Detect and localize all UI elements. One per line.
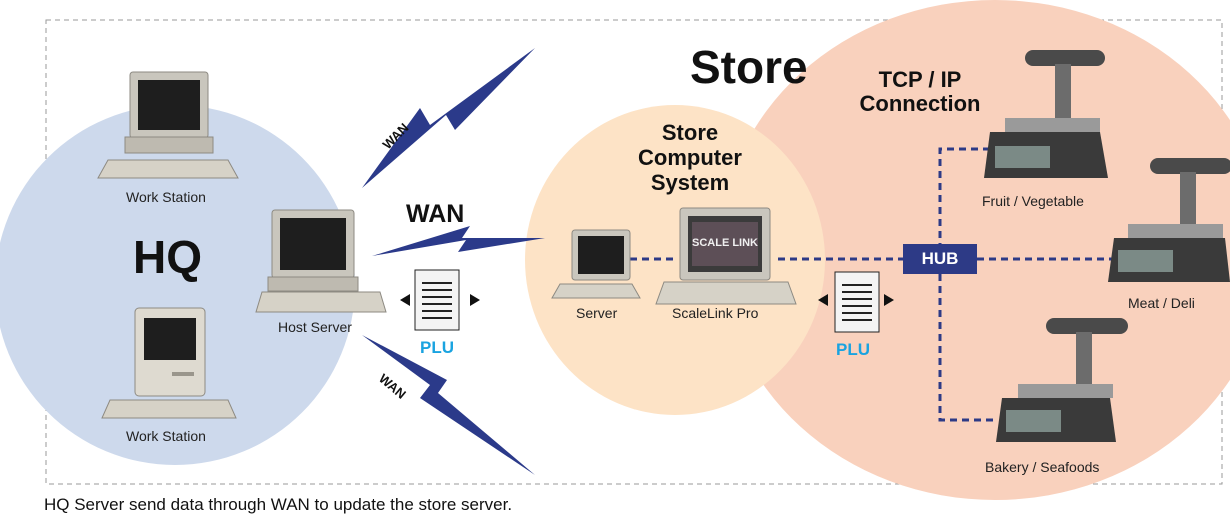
work-station-top-label: Work Station: [126, 189, 206, 205]
tcp-ip-line-2: Connection: [859, 91, 981, 116]
plu-label-right: PLU: [836, 340, 870, 359]
store-computer-line-3: System: [650, 170, 730, 195]
wan-label-middle: WAN: [406, 200, 464, 228]
fruit-vegetable-label: Fruit / Vegetable: [982, 193, 1084, 209]
plu-document-right: [818, 271, 894, 333]
wan-bolt-lower: [362, 335, 535, 475]
work-station-bottom-computer: [101, 307, 237, 419]
wan-bolt-upper: [362, 48, 535, 188]
store-computer-line-1: Store: [661, 120, 719, 145]
work-station-top-computer: [97, 71, 239, 179]
scalelink-pro-computer: SCALE LINK: [655, 207, 797, 305]
store-computer-line-2: Computer: [638, 145, 742, 170]
server-label: Server: [576, 305, 618, 321]
meat-deli-label: Meat / Deli: [1128, 295, 1195, 311]
diagram-caption: HQ Server send data through WAN to updat…: [44, 495, 513, 514]
store-title: Store: [690, 41, 808, 93]
host-server-computer: [255, 209, 387, 313]
bakery-seafoods-label: Bakery / Seafoods: [985, 459, 1100, 475]
tcp-ip-label: TCP / IP Connection: [845, 68, 995, 116]
host-server-label: Host Server: [278, 319, 352, 335]
hq-label: HQ: [133, 231, 202, 283]
plu-label-left: PLU: [420, 338, 454, 357]
scale-bakery-seafoods: [996, 318, 1128, 442]
store-computer-system-label: Store Computer System: [615, 120, 765, 195]
hq-zone-circle: [0, 105, 355, 465]
store-computer-zone-circle: [525, 105, 825, 415]
scalelink-pro-label: ScaleLink Pro: [672, 305, 759, 321]
store-server-computer: [551, 229, 641, 299]
wan-label-lower: WAN: [376, 371, 409, 402]
scalelink-screen-logo: SCALE LINK: [692, 237, 758, 249]
lan-links: [630, 147, 1118, 422]
wan-bolt-middle: [372, 226, 545, 256]
scale-fruit-vegetable: [984, 50, 1108, 178]
tcp-ip-line-1: TCP / IP: [878, 67, 962, 92]
scale-meat-deli: [1108, 158, 1230, 282]
plu-document-left: [400, 269, 480, 331]
hub-box: HUB: [903, 244, 977, 274]
work-station-bottom-label: Work Station: [126, 428, 206, 444]
